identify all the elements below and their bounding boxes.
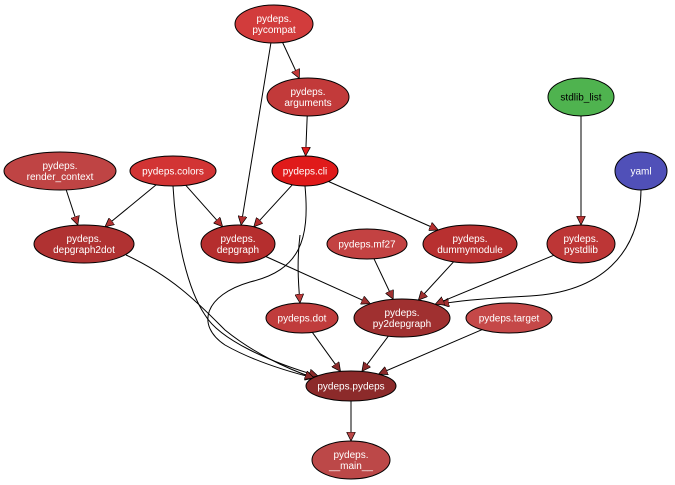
edge-pycompat-to-depgraph [241,42,272,225]
edge-colors-to-depgraph [185,184,223,226]
node-label-target: pydeps.target [479,314,540,325]
node-mf27[interactable]: pydeps.mf27 [326,228,408,260]
node-render_context[interactable]: pydeps.render_context [3,151,117,191]
edge-colors-to-pydeps [172,185,318,376]
node-label-dummymodule-line-1: pydeps. [452,234,487,245]
node-label-depgraph-line-2: depgraph [217,245,259,256]
node-label-dot: pydeps.dot [278,314,327,325]
node-shape-pydeps [305,370,397,402]
node-label-dummymodule-line-2: dummymodule [437,245,503,256]
edge-depgraph2dot-to-pydeps [125,254,314,378]
node-pystdlib[interactable]: pydeps.pystdlib [546,224,616,264]
node-main[interactable]: pydeps.__main__ [311,440,391,480]
node-target[interactable]: pydeps.target [465,302,553,334]
node-label-pydeps: pydeps.pydeps [317,382,384,393]
node-shape-py2depgraph [353,298,451,338]
node-dot[interactable]: pydeps.dot [265,302,339,334]
node-shape-dot [265,302,339,334]
node-shape-cli [271,155,339,187]
edge-pystdlib-to-py2depgraph [435,254,554,304]
node-shape-pycompat [234,4,314,44]
node-shape-mf27 [326,228,408,260]
node-shape-arguments [266,77,350,117]
node-shape-render_context [3,151,117,191]
node-stdlib_list[interactable]: stdlib_list [547,77,615,117]
node-label-render_context-line-2: render_context [27,172,94,183]
edge-mf27-to-py2depgraph [373,258,393,300]
node-shape-main [311,440,391,480]
node-label-stdlib_list: stdlib_list [560,93,601,104]
edge-render_context-to-depgraph2dot [65,189,78,225]
node-shape-yaml [614,151,668,191]
node-label-py2depgraph-line-2: py2depgraph [373,319,431,330]
node-shape-target [465,302,553,334]
node-yaml[interactable]: yaml [614,151,668,191]
node-arguments[interactable]: pydeps.arguments [266,77,350,117]
edge-dot-to-pydeps [311,332,340,371]
node-shape-dummymodule [422,224,518,264]
edge-pycompat-to-arguments [282,42,300,79]
node-label-pycompat-line-2: pycompat [252,25,296,36]
node-label-cli: pydeps.cli [283,167,327,178]
node-shape-pystdlib [546,224,616,264]
node-dummymodule[interactable]: pydeps.dummymodule [422,224,518,264]
node-pydeps[interactable]: pydeps.pydeps [305,370,397,402]
edge-cli-to-dot [298,234,300,303]
node-label-depgraph-line-1: pydeps. [220,234,255,245]
node-shape-depgraph [200,224,276,264]
edge-cli-to-dummymodule [328,181,439,231]
edge-depgraph-to-py2depgraph [265,256,371,304]
edge-py2depgraph-to-pydeps [362,335,389,371]
node-label-pystdlib-line-1: pydeps. [563,234,598,245]
node-label-mf27: pydeps.mf27 [338,240,396,251]
node-label-main-line-1: pydeps. [333,450,368,461]
node-label-depgraph2dot-line-1: pydeps. [66,234,101,245]
edge-yaml-to-py2depgraph [440,189,642,304]
node-label-pycompat-line-1: pydeps. [256,14,291,25]
node-pycompat[interactable]: pydeps.pycompat [234,4,314,44]
node-shape-stdlib_list [547,77,615,117]
node-shape-depgraph2dot [33,224,135,264]
edges-layer [65,42,642,441]
node-label-render_context-line-1: pydeps. [42,161,77,172]
node-label-depgraph2dot-line-2: depgraph2dot [53,245,115,256]
node-depgraph2dot[interactable]: pydeps.depgraph2dot [33,224,135,264]
node-label-yaml: yaml [630,167,651,178]
node-label-colors: pydeps.colors [142,167,204,178]
node-label-main-line-2: __main__ [328,461,373,472]
edge-colors-to-depgraph2dot [105,184,157,227]
node-label-pystdlib-line-2: pystdlib [564,245,598,256]
edge-cli-to-depgraph [254,184,293,227]
node-label-arguments-line-2: arguments [284,98,331,109]
node-py2depgraph[interactable]: pydeps.py2depgraph [353,298,451,338]
node-label-py2depgraph-line-1: pydeps. [384,308,419,319]
node-label-arguments-line-1: pydeps. [290,87,325,98]
edge-arguments-to-cli [306,115,308,156]
node-shape-colors [129,155,217,187]
edge-cli-to-pydeps [207,185,314,378]
node-depgraph[interactable]: pydeps.depgraph [200,224,276,264]
node-colors[interactable]: pydeps.colors [129,155,217,187]
edge-dummymodule-to-py2depgraph [418,261,454,300]
edge-target-to-pydeps [379,329,483,374]
node-cli[interactable]: pydeps.cli [271,155,339,187]
